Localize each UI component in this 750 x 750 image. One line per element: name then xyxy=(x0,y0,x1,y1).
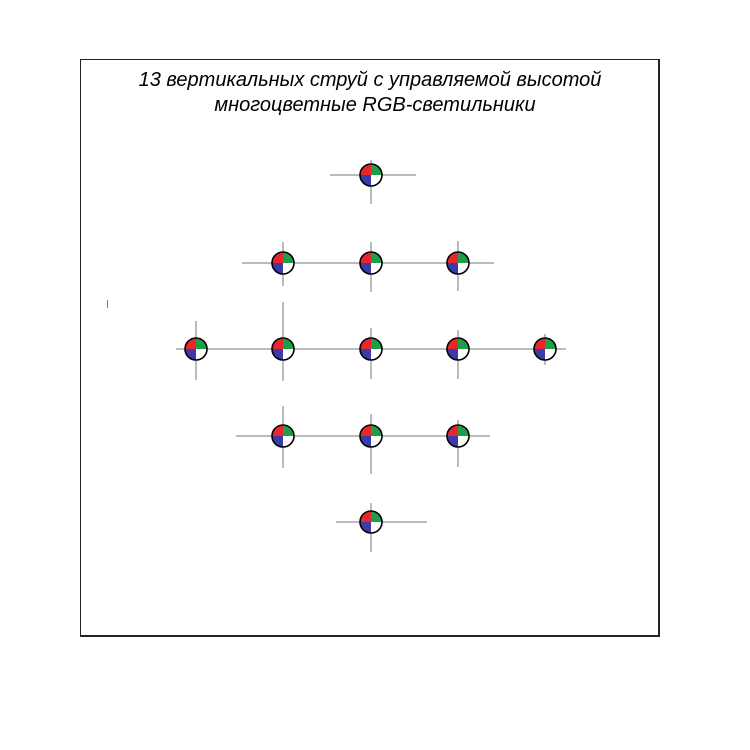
fixture-quadrant xyxy=(283,436,294,447)
fixtures xyxy=(184,163,557,534)
rgb-jet-fixture xyxy=(533,337,557,361)
fixture-quadrant xyxy=(283,425,294,436)
fixture-quadrant xyxy=(283,349,294,360)
rgb-jet-fixture xyxy=(271,424,295,448)
fixture-quadrant xyxy=(371,263,382,274)
fixture-quadrant xyxy=(360,252,371,263)
fixture-quadrant xyxy=(196,338,207,349)
fixture-quadrant xyxy=(360,338,371,349)
rgb-jet-fixture xyxy=(359,337,383,361)
fixture-quadrant xyxy=(360,164,371,175)
fixture-quadrant xyxy=(196,349,207,360)
fixture-outline xyxy=(359,510,383,534)
rgb-jet-fixture xyxy=(446,424,470,448)
fixture-outline xyxy=(446,251,470,275)
fixture-quadrant xyxy=(447,349,458,360)
diagram-subtitle: многоцветные RGB-светильники xyxy=(214,94,536,116)
fixture-quadrant xyxy=(447,425,458,436)
fixture-outline xyxy=(533,337,557,361)
fixture-quadrant xyxy=(360,175,371,186)
fixture-quadrant xyxy=(272,425,283,436)
diagram-frame xyxy=(80,59,660,637)
fixture-quadrant xyxy=(458,349,469,360)
fixture-quadrant xyxy=(371,436,382,447)
fixture-quadrant xyxy=(371,511,382,522)
fixture-outline xyxy=(359,163,383,187)
fixture-outline xyxy=(359,251,383,275)
fixture-quadrant xyxy=(360,349,371,360)
rgb-jet-fixture xyxy=(359,424,383,448)
fixture-quadrant xyxy=(447,263,458,274)
fixture-quadrant xyxy=(283,252,294,263)
fixture-quadrant xyxy=(458,436,469,447)
rgb-jet-fixture xyxy=(359,510,383,534)
fixture-quadrant xyxy=(360,425,371,436)
fixture-quadrant xyxy=(360,522,371,533)
fixture-quadrant xyxy=(371,338,382,349)
fixture-quadrant xyxy=(458,252,469,263)
fixture-quadrant xyxy=(283,263,294,274)
rgb-jet-fixture xyxy=(271,337,295,361)
fixture-quadrant xyxy=(360,511,371,522)
fixture-quadrant xyxy=(371,252,382,263)
fixture-outline xyxy=(271,424,295,448)
fixture-quadrant xyxy=(447,252,458,263)
fixture-quadrant xyxy=(371,175,382,186)
fixture-quadrant xyxy=(272,252,283,263)
fixture-quadrant xyxy=(185,349,196,360)
rgb-jet-fixture xyxy=(359,163,383,187)
fixture-quadrant xyxy=(283,338,294,349)
fixture-quadrant xyxy=(458,263,469,274)
fixture-quadrant xyxy=(371,425,382,436)
fixture-quadrant xyxy=(272,338,283,349)
fixture-quadrant xyxy=(458,338,469,349)
fixture-quadrant xyxy=(534,338,545,349)
fixture-quadrant xyxy=(371,164,382,175)
fixture-outline xyxy=(446,424,470,448)
fixture-quadrant xyxy=(185,338,196,349)
fixture-quadrant xyxy=(545,338,556,349)
fixture-quadrant xyxy=(534,349,545,360)
stray-mark xyxy=(107,300,108,308)
rgb-jet-fixture xyxy=(446,337,470,361)
fixture-quadrant xyxy=(272,436,283,447)
rgb-jet-fixture xyxy=(446,251,470,275)
fixture-outline xyxy=(359,337,383,361)
fixture-quadrant xyxy=(371,522,382,533)
fixture-quadrant xyxy=(545,349,556,360)
diagram-title: 13 вертикальных струй с управляемой высо… xyxy=(138,69,602,91)
rgb-jet-fixture xyxy=(359,251,383,275)
rgb-jet-fixture xyxy=(184,337,208,361)
fixture-quadrant xyxy=(272,263,283,274)
fixture-outline xyxy=(271,337,295,361)
fixture-quadrant xyxy=(447,436,458,447)
fixture-quadrant xyxy=(360,263,371,274)
fixture-quadrant xyxy=(458,425,469,436)
rgb-jet-fixture xyxy=(271,251,295,275)
fixture-quadrant xyxy=(360,436,371,447)
fixture-outline xyxy=(359,424,383,448)
fixture-quadrant xyxy=(272,349,283,360)
fixture-quadrant xyxy=(447,338,458,349)
fixture-outline xyxy=(184,337,208,361)
fixture-quadrant xyxy=(371,349,382,360)
fixture-outline xyxy=(446,337,470,361)
fixture-outline xyxy=(271,251,295,275)
